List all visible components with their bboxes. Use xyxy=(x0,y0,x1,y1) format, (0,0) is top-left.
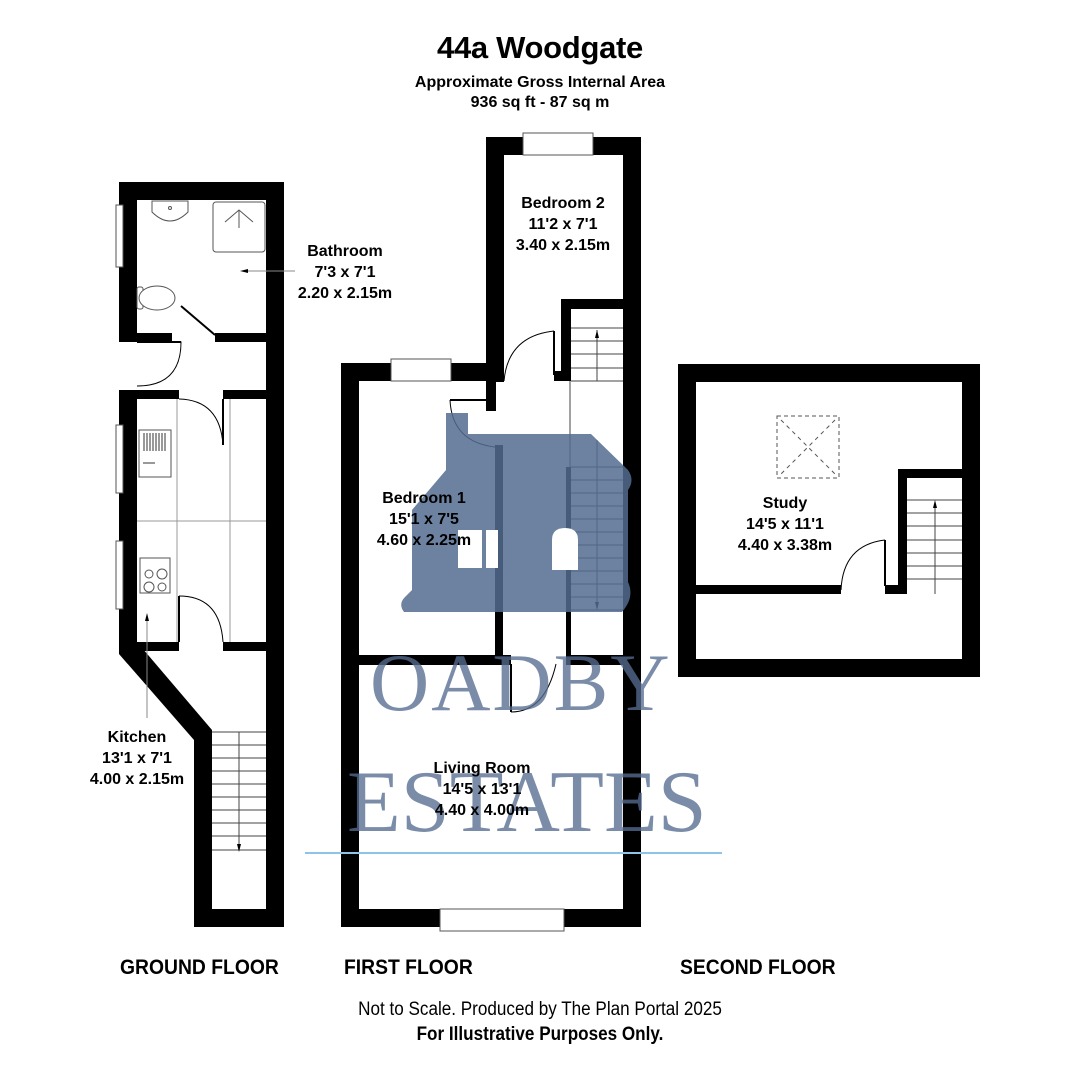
watermark-house-icon xyxy=(401,413,632,612)
floor-label-ground: GROUND FLOOR xyxy=(120,956,279,979)
room-name: Kitchen xyxy=(107,729,167,746)
plan-title: 44a Woodgate xyxy=(437,30,643,65)
room-name: Living Room xyxy=(433,760,531,777)
room-name: Bathroom xyxy=(307,243,383,260)
floor-label-second: SECOND FLOOR xyxy=(680,956,836,979)
room-name: Bedroom 2 xyxy=(521,195,605,212)
room-imperial: 14'5 x 13'1 xyxy=(442,781,522,798)
room-label-bathroom: Bathroom 7'3 x 7'1 2.20 x 2.15m xyxy=(285,241,405,304)
room-metric: 4.00 x 2.15m xyxy=(89,771,185,788)
room-metric: 4.60 x 2.25m xyxy=(376,532,472,549)
room-metric: 2.20 x 2.15m xyxy=(297,285,393,302)
watermark-estates: ESTATES xyxy=(347,754,707,851)
room-metric: 4.40 x 3.38m xyxy=(737,537,833,554)
room-metric: 3.40 x 2.15m xyxy=(515,237,611,254)
disclaimer-scale: Not to Scale. Produced by The Plan Porta… xyxy=(358,999,722,1020)
room-name: Study xyxy=(762,495,808,512)
room-name: Bedroom 1 xyxy=(382,490,466,507)
room-imperial: 14'5 x 11'1 xyxy=(746,516,824,533)
area-value: 936 sq ft - 87 sq m xyxy=(470,94,610,111)
room-label-kitchen: Kitchen 13'1 x 7'1 4.00 x 2.15m xyxy=(72,727,202,790)
second-floor-plan xyxy=(678,364,980,677)
room-metric: 4.40 x 4.00m xyxy=(434,802,530,819)
room-label-bedroom-2: Bedroom 2 11'2 x 7'1 3.40 x 2.15m xyxy=(500,193,626,256)
room-imperial: 13'1 x 7'1 xyxy=(102,750,172,767)
watermark-oadby: OADBY xyxy=(370,637,672,728)
first-floor-plan xyxy=(341,137,641,927)
second-floor-fixtures xyxy=(776,415,962,594)
room-label-study: Study 14'5 x 11'1 4.40 x 3.38m xyxy=(722,493,848,556)
room-label-bedroom-1: Bedroom 1 15'1 x 7'5 4.60 x 2.25m xyxy=(362,488,486,551)
ground-floor-fixtures xyxy=(115,200,295,852)
floor-label-first: FIRST FLOOR xyxy=(344,956,473,979)
room-imperial: 7'3 x 7'1 xyxy=(314,264,376,281)
disclaimer-illustrative: For Illustrative Purposes Only. xyxy=(416,1024,664,1045)
area-caption: Approximate Gross Internal Area xyxy=(414,74,666,91)
room-imperial: 11'2 x 7'1 xyxy=(528,216,598,233)
room-imperial: 15'1 x 7'5 xyxy=(389,511,459,528)
room-label-living-room: Living Room 14'5 x 13'1 4.40 x 4.00m xyxy=(420,758,544,821)
